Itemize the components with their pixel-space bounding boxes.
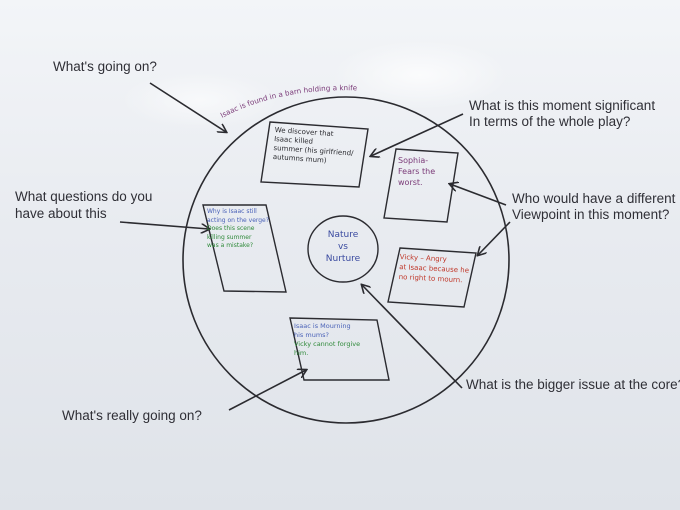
question-about-this-line2: have about this [15, 206, 107, 221]
note-left-line: killing summer [207, 233, 252, 241]
note-left-text: Why is Isaac still acting on the verge? … [207, 208, 269, 251]
center-line: Nature [327, 230, 359, 240]
center-nature-nurture: Nature vs Nurture [317, 229, 369, 265]
question-significant-line1: What is this moment significant [469, 98, 656, 113]
center-line: Nurture [325, 254, 361, 264]
arrow-about-this [119, 221, 209, 229]
note-sophia-text: Sophia- Fears the worst. [398, 155, 435, 188]
center-circle [307, 215, 379, 283]
note-top-text: We discover that Isaac killed summer (hi… [272, 126, 354, 168]
note-sophia-line: Fears the [398, 167, 436, 176]
note-box-left [202, 204, 287, 293]
note-vicky-text: Vicky – Angry at Isaac because he no rig… [398, 252, 469, 286]
arrow-really-going-on [228, 370, 306, 411]
note-bottom-text: Isaac is Mourning his mums? Vicky cannot… [294, 322, 360, 358]
question-significant-line2: In terms of the whole play? [469, 114, 631, 129]
note-box-vicky [387, 247, 477, 308]
note-sophia-line: worst. [398, 178, 423, 187]
arrow-going-on [149, 82, 226, 132]
question-viewpoint-line2: Viewpoint in this moment? [512, 207, 670, 222]
arrow-significant [371, 113, 464, 156]
screen-glare-left [120, 70, 280, 130]
arc-handwriting: Isaac is found in a barn holding a knife [219, 83, 358, 120]
question-really-going-on: What's really going on? [62, 408, 202, 423]
note-left-line: Does this scene [207, 225, 255, 232]
note-box-top [260, 121, 369, 188]
note-bottom-line: Vicky cannot forgive [294, 340, 361, 348]
question-about-this-line1: What questions do you [15, 189, 153, 204]
note-left-line: acting on the verge? [207, 216, 269, 224]
question-viewpoint-line1: Who would have a different [512, 191, 676, 206]
note-left-line: was a mistake? [207, 242, 254, 249]
main-circle [182, 96, 510, 424]
note-bottom-line: Isaac is Mourning [294, 322, 351, 330]
note-bottom-line: him. [294, 349, 309, 357]
arrow-bigger-issue [362, 285, 463, 389]
question-whats-going-on: What's going on? [53, 59, 157, 74]
note-sophia-line: Sophia- [398, 156, 429, 165]
arrow-viewpoint-lower [478, 221, 511, 255]
note-left-line: Why is Isaac still [207, 208, 257, 215]
note-box-sophia [383, 148, 459, 223]
arrow-viewpoint-upper [450, 184, 507, 206]
center-line: vs [337, 242, 348, 252]
question-bigger-issue: What is the bigger issue at the core? [466, 377, 680, 392]
note-bottom-line: his mums? [294, 331, 329, 339]
note-box-bottom [289, 317, 390, 381]
